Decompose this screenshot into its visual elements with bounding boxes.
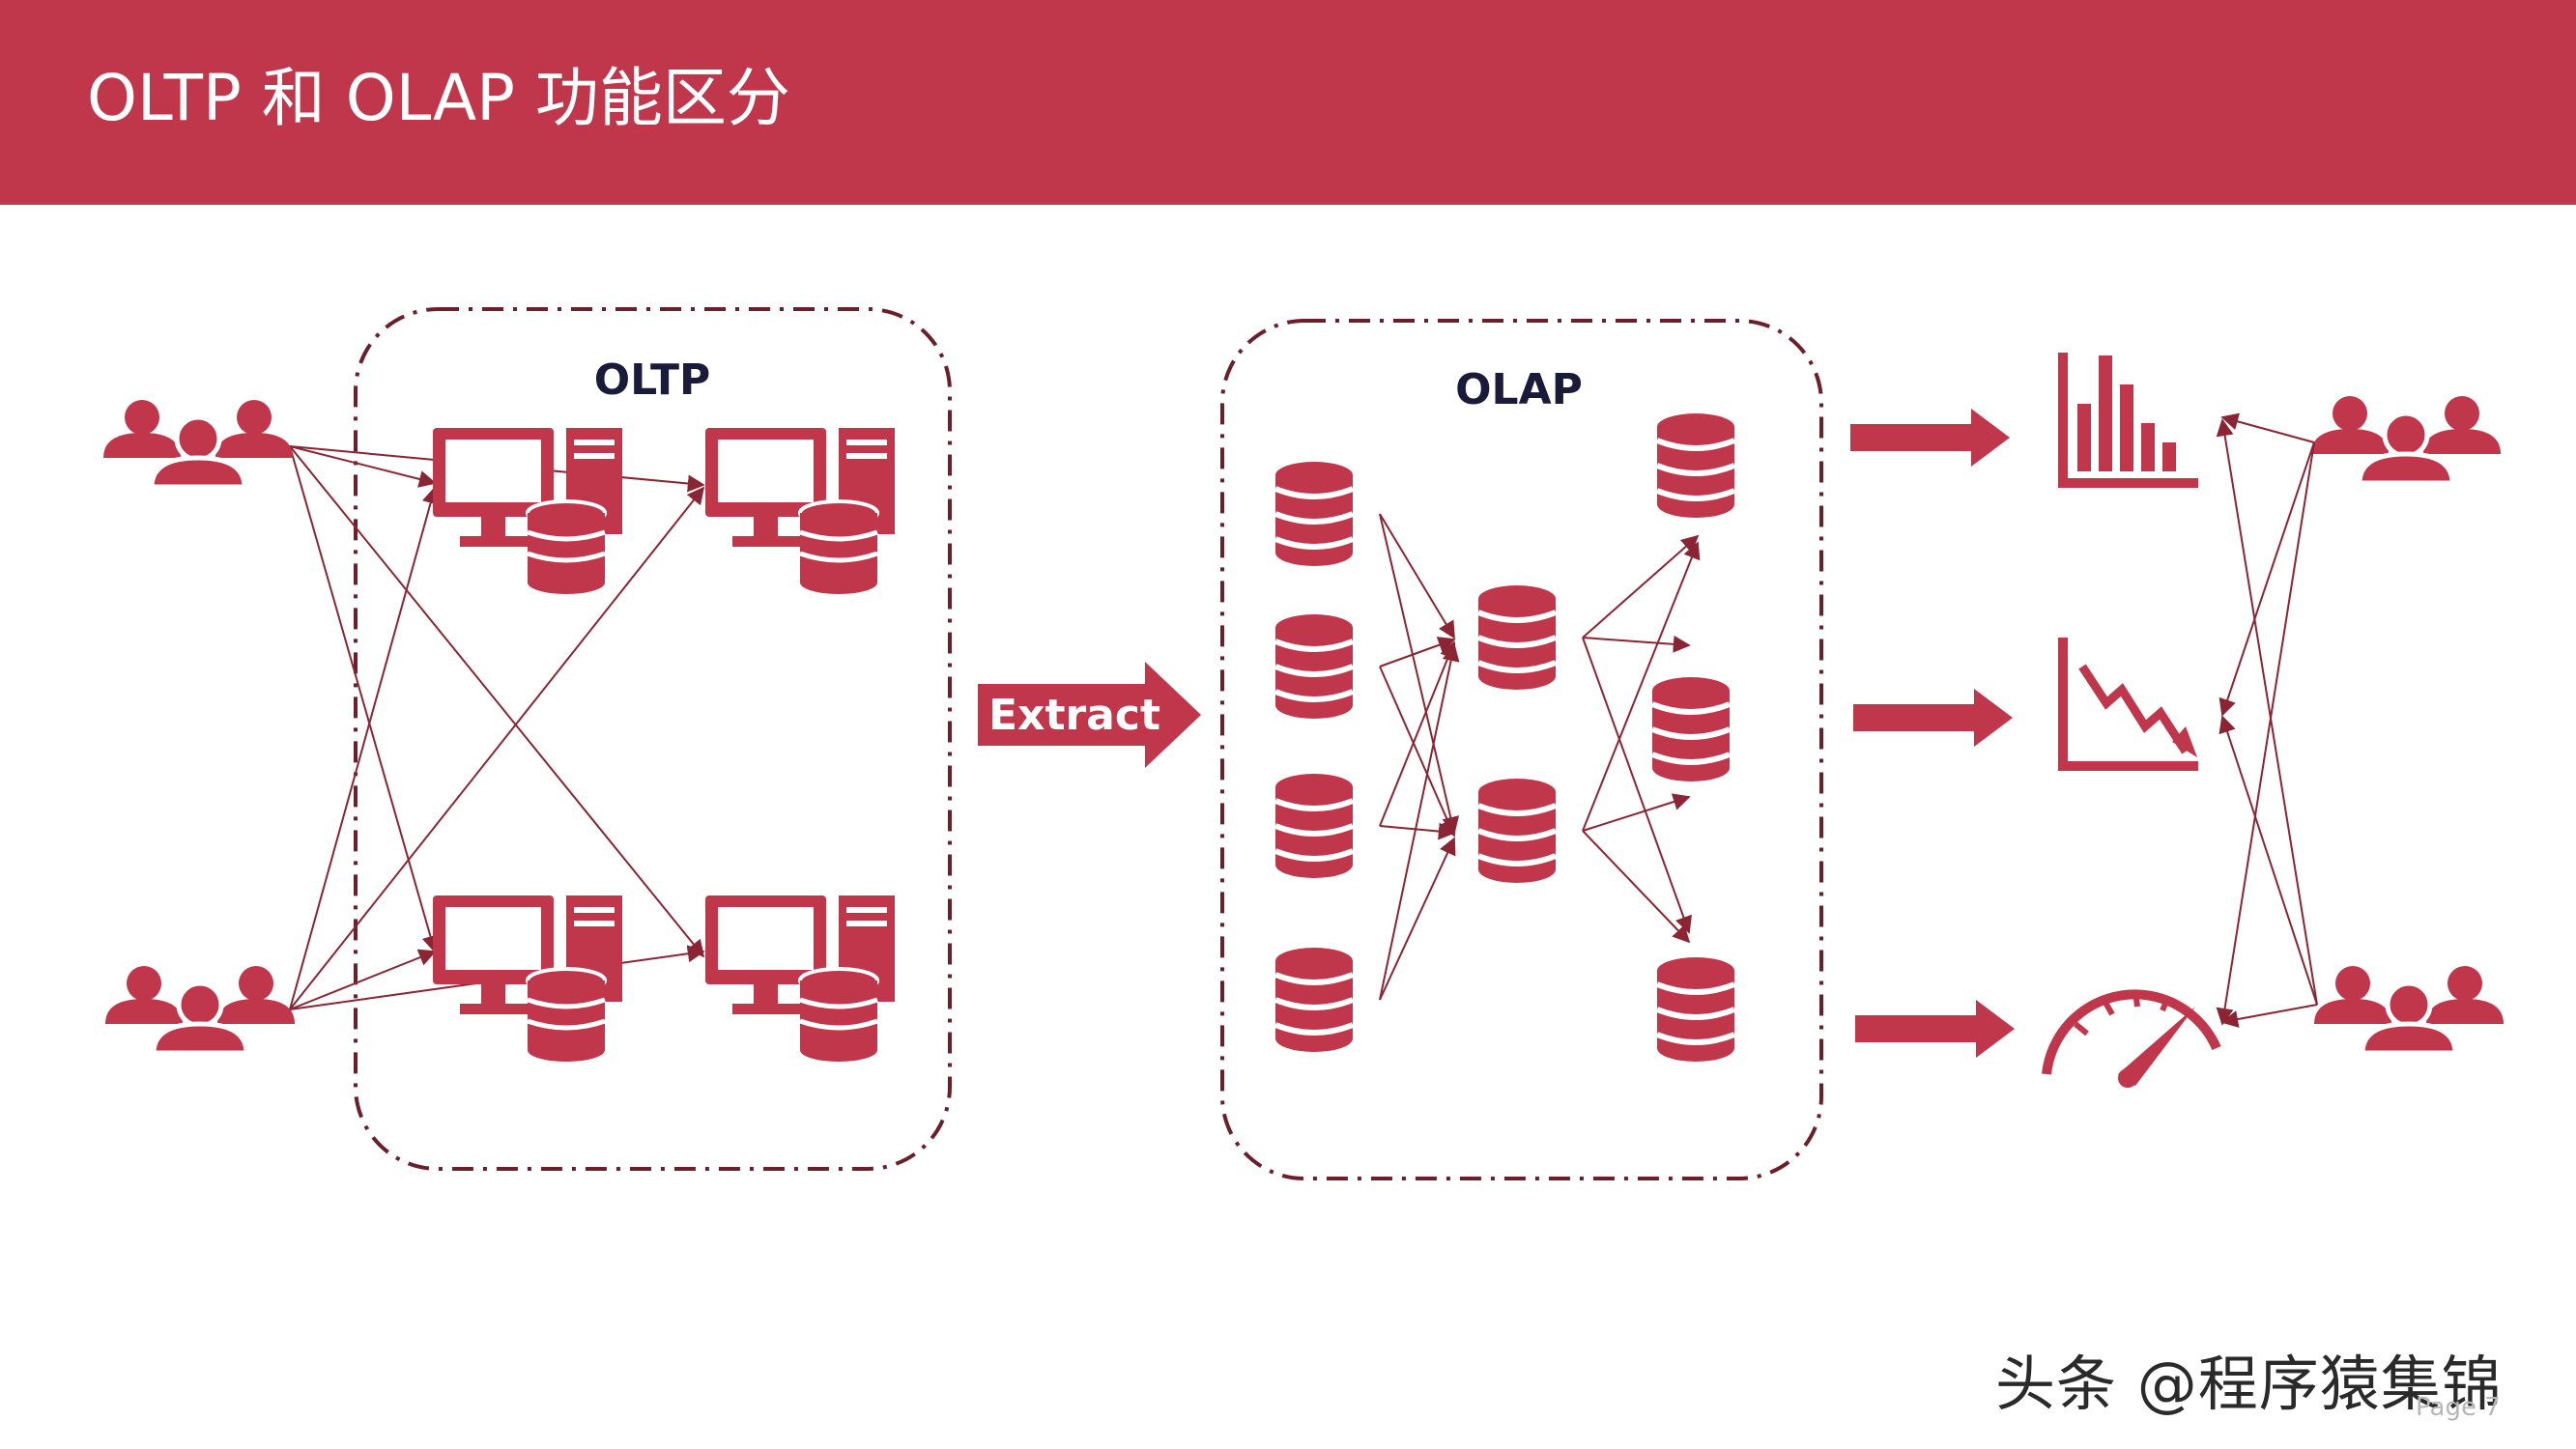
page-number: Page 7 — [2416, 1393, 2501, 1422]
extract-label: Extract — [988, 691, 1160, 740]
database-icon-mid-2 — [1478, 779, 1556, 883]
speedometer-gauge-icon — [2042, 989, 2221, 1088]
oltp-group-label: OLTP — [594, 355, 710, 405]
database-icon-source-4 — [1275, 948, 1353, 1052]
database-icon-mart-2 — [1652, 677, 1730, 781]
right-arrow-icon-2 — [1853, 689, 2013, 747]
slide-title: OLTP 和 OLAP 功能区分 — [87, 61, 790, 135]
bar-chart-icon — [2058, 353, 2198, 488]
database-icon-source-3 — [1275, 774, 1353, 878]
consumer-connectors — [2216, 412, 2318, 1028]
trending-down-chart-icon — [2058, 638, 2198, 771]
extract-arrow: Extract — [978, 662, 1201, 768]
watermark-text: 头条 @程序猿集锦 — [1995, 1349, 2503, 1419]
users-group-icon-bottom-left — [105, 966, 295, 1053]
users-group-icon-bottom-right — [2314, 966, 2504, 1053]
users-group-icon-top-right — [2311, 396, 2501, 483]
computer-server-icon-4 — [705, 895, 895, 1062]
computer-server-icon-3 — [433, 895, 622, 1062]
database-icon-source-1 — [1275, 462, 1353, 566]
right-arrow-icon-1 — [1850, 409, 2010, 467]
database-icon-source-2 — [1275, 614, 1353, 719]
users-group-icon-top-left — [103, 400, 293, 487]
database-icon-mart-1 — [1657, 413, 1734, 518]
olap-group-label: OLAP — [1455, 365, 1583, 414]
computer-server-icon-1 — [433, 428, 622, 594]
olap-group-border — [1220, 319, 1823, 1180]
olap-connectors — [1379, 513, 1701, 1001]
title-bar: OLTP 和 OLAP 功能区分 — [0, 0, 2576, 205]
computer-server-icon-2 — [705, 428, 895, 594]
oltp-group-border — [354, 307, 952, 1171]
database-icon-mart-3 — [1657, 957, 1734, 1062]
database-icon-mid-1 — [1478, 585, 1556, 690]
right-arrow-icon-3 — [1855, 1000, 2015, 1058]
oltp-connectors — [289, 445, 705, 1010]
